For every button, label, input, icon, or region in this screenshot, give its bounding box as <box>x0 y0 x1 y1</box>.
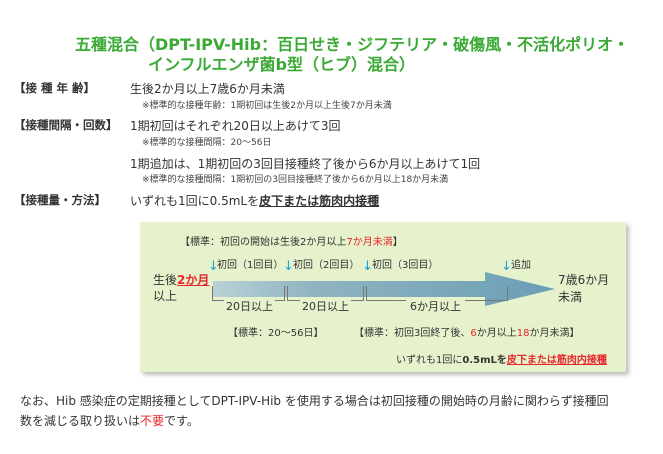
dose2-label: 初回（2回目） <box>293 260 360 271</box>
booster-note: ※標準的な接種間隔：1期初回の3回目接種終了後から6か月以上18か月未満 <box>142 175 449 185</box>
dose2-marker-icon: ↓ <box>283 259 294 274</box>
gap3-label: 6か月以上 <box>406 298 465 314</box>
dose1-label: 初回（1回目） <box>217 260 284 271</box>
note-amount: 0.5mLを <box>462 355 507 366</box>
dose-method: 皮下または筋肉内接種 <box>259 194 380 208</box>
booster-marker-icon: ↓ <box>501 259 512 274</box>
dose-label: 【接種量・方法】 <box>14 193 106 207</box>
start-text: 生後 <box>153 273 178 287</box>
note-text: 【標準：初回の開始は生後2か月以上 <box>180 237 347 248</box>
schedule-diagram: 【標準：初回の開始は生後2か月以上7か月未満】 生後2か月以上 ↓ 初回（1回目… <box>140 222 626 372</box>
dose1-marker-icon: ↓ <box>208 259 219 274</box>
title-line-2: インフルエンザ菌b型（ヒブ）混合） <box>148 55 415 74</box>
interval-label: 【接種間隔・回数】 <box>14 118 118 132</box>
standard-booster-note: 【標準：初回3回終了後、6か月以上18か月未満】 <box>354 324 579 339</box>
footer-line-2: 数を減じる取り扱いは不要です。 <box>20 412 199 429</box>
start-text: 以上 <box>153 289 178 303</box>
note-text: か月未満】 <box>529 328 580 339</box>
gap1-label: 20日以上 <box>224 298 275 314</box>
note-method: 皮下または筋肉内接種 <box>506 355 607 366</box>
note-red: 6 <box>470 328 477 339</box>
note-text: いずれも1回に <box>396 355 463 366</box>
end-label: 7歳6か月未満 <box>558 272 609 306</box>
dose-amount: いずれも1回に0.5mLを <box>130 194 260 208</box>
dose-text: いずれも1回に0.5mLを皮下または筋肉内接種 <box>130 192 379 209</box>
footer-text: です。 <box>164 414 199 428</box>
note-red: 18 <box>516 328 530 339</box>
note-text: 】 <box>392 237 403 248</box>
note-text: 【標準：初回3回終了後、 <box>354 328 471 339</box>
gap2-label: 20日以上 <box>300 298 351 314</box>
dose3-marker-icon: ↓ <box>362 259 373 274</box>
timeline-arrow <box>213 272 555 306</box>
footer-line-1: なお、Hib 感染症の定期接種としてDPT-IPV-Hib を使用する場合は初回… <box>20 394 609 408</box>
start-label: 生後2か月以上 <box>153 272 209 304</box>
end-text: 7歳6か月 <box>558 273 610 287</box>
note-text: か月以上 <box>476 328 517 339</box>
note-red: 7か月未満 <box>346 237 393 248</box>
booster-text: 1期追加は、1期初回の3回目接種終了後から6か月以上あけて1回 <box>130 157 481 171</box>
start-red: 2か月 <box>177 273 210 287</box>
end-text: 未満 <box>558 290 583 304</box>
dose3-label: 初回（3回目） <box>372 260 439 271</box>
age-text: 生後2か月以上7歳6か月未満 <box>130 82 285 96</box>
interval-text: 1期初回はそれぞれ20日以上あけて3回 <box>130 119 341 133</box>
booster-label: 追加 <box>511 260 531 271</box>
standard-interval-note: 【標準：20〜56日】 <box>228 328 324 339</box>
age-label: 【接 種 年 齢】 <box>14 81 96 95</box>
standard-start-note: 【標準：初回の開始は生後2か月以上7か月未満】 <box>180 233 403 248</box>
footer-text: 数を減じる取り扱いは <box>20 414 141 428</box>
diagram-dose-note: いずれも1回に0.5mLを皮下または筋肉内接種 <box>396 351 607 366</box>
title-line-1: 五種混合（DPT-IPV-Hib：百日せき・ジフテリア・破傷風・不活化ポリオ・ <box>75 35 630 54</box>
interval-note: ※標準的な接種間隔：20〜56日 <box>142 138 272 148</box>
footer-red: 不要 <box>140 414 165 428</box>
age-note: ※標準的な接種年齢：1期初回は生後2か月以上生後7か月未満 <box>142 101 392 111</box>
